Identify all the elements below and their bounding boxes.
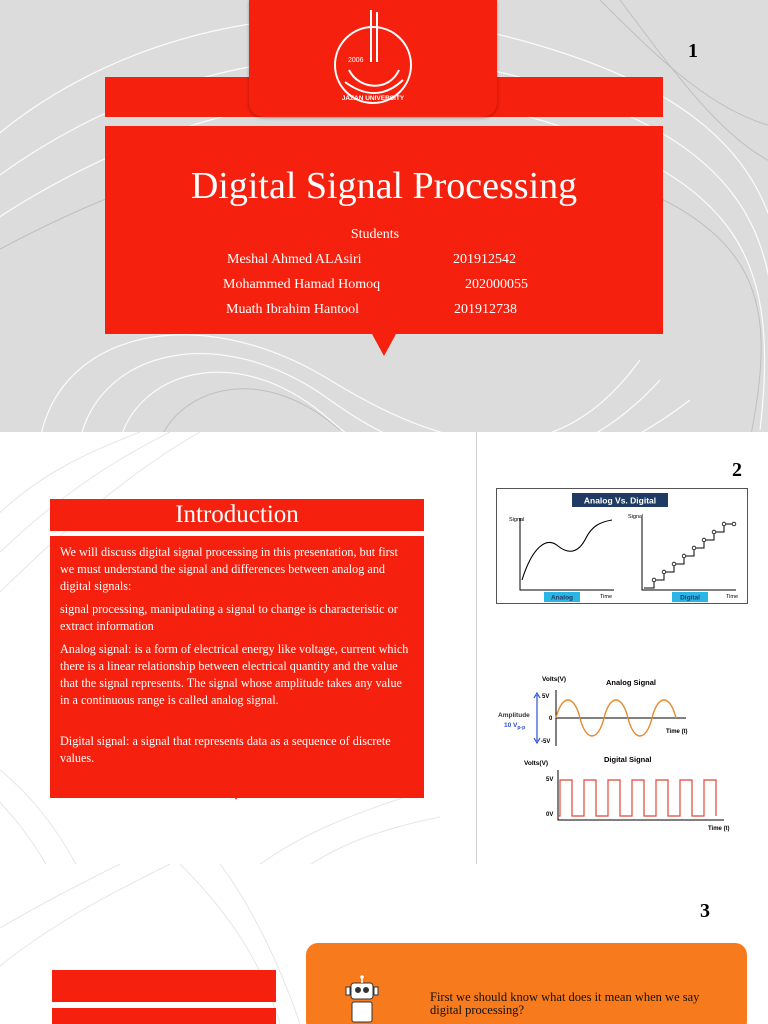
amplitude-value: 10 Vp-p: [504, 722, 525, 731]
tick-digital-5v: 5V: [546, 777, 553, 783]
amplitude-label: Amplitude: [498, 712, 530, 719]
student-name: Mohammed Hamad Homoq: [223, 277, 381, 292]
analog-vs-digital-figure: Analog Vs. Digital Signal Time Analog Si…: [496, 488, 748, 604]
analog-tag: [544, 592, 580, 602]
paragraph: Analog signal: is a form of electrical e…: [60, 642, 409, 707]
tick-5v: 5V: [542, 694, 549, 700]
analog-title: Analog Signal: [606, 678, 656, 687]
callout-pointer: [372, 334, 396, 356]
paragraph: Digital signal: a signal that represents…: [60, 734, 391, 765]
question-box: First we should know what does it mean w…: [306, 943, 747, 1024]
page-number: 3: [700, 900, 710, 922]
tick-minus-5v: -5V: [541, 739, 550, 745]
amplitude-arrowheads: [533, 691, 541, 745]
analog-axes: [555, 690, 686, 746]
figure-banner-text: Analog Vs. Digital: [584, 496, 656, 506]
right-axes: [641, 518, 736, 591]
slide-3: 3 First we should know what does it mean…: [0, 864, 768, 1024]
presentation-title: Digital Signal Processing: [190, 165, 578, 207]
digital-tag: [672, 592, 708, 602]
student-name: Muath Ibrahim Hantool: [226, 302, 359, 317]
slide-2: 2 Introduction We will discuss digital s…: [0, 432, 768, 864]
figure-border: [496, 488, 748, 604]
left-axes: [519, 518, 614, 591]
student-id: 202000055: [465, 277, 528, 292]
digital-axes: [557, 770, 724, 821]
background-line-decoration: [0, 432, 441, 864]
left-y-label: Signal: [509, 517, 524, 523]
slide-1: 1 2006 JAZAN UNIVERSITY Digital Signal P…: [0, 0, 768, 432]
digital-sample-points: [651, 521, 737, 583]
square-wave: [558, 779, 717, 817]
student-name: Meshal Ahmed ALAsiri: [227, 252, 362, 267]
digital-y-label: Volts(V): [524, 760, 548, 767]
digital-x-label: Time (t): [708, 826, 730, 832]
page-number: 1: [688, 40, 698, 62]
left-x-label: Time: [600, 594, 612, 600]
right-y-label: Signal: [628, 514, 643, 520]
title-box: Digital Signal Processing Students Mesha…: [105, 126, 663, 334]
student-id: 201912542: [453, 252, 516, 267]
analog-y-label: Volts(V): [542, 676, 566, 683]
analog-tag-text: Analog: [551, 595, 573, 602]
analog-x-label: Time (t): [666, 729, 688, 735]
university-logo: 2006 JAZAN UNIVERSITY: [334, 10, 412, 104]
paragraph: We will discuss digital signal processin…: [60, 545, 398, 593]
tick-0: 0: [549, 716, 553, 722]
section-heading: Introduction: [175, 501, 299, 528]
figure-banner: [572, 493, 668, 507]
red-bar-top: [52, 970, 276, 1002]
signal-waveforms-figure: Volts(V) Analog Signal Amplitude 10 Vp-p…: [498, 676, 730, 832]
heading-bar: Introduction: [50, 499, 424, 531]
student-id: 201912738: [454, 302, 517, 317]
digital-tag-text: Digital: [680, 595, 700, 602]
tick-digital-0v: 0V: [546, 812, 553, 818]
logo-year: 2006: [348, 57, 364, 64]
sine-wave: [555, 699, 677, 737]
red-bar-bottom: [52, 1008, 276, 1024]
logo-panel: 2006 JAZAN UNIVERSITY: [249, 0, 497, 117]
page-number: 2: [732, 459, 742, 481]
callout-pointer: [226, 782, 246, 800]
robot-icon: [345, 975, 379, 1023]
digital-title: Digital Signal: [604, 755, 652, 764]
students-label: Students: [350, 227, 400, 242]
right-x-label: Time: [726, 594, 738, 600]
question-text: First we should know what does it mean w…: [430, 990, 700, 1017]
logo-text: JAZAN UNIVERSITY: [342, 95, 405, 102]
intro-text-box: We will discuss digital signal processin…: [50, 536, 424, 798]
analog-curve: [521, 519, 613, 581]
paragraph: signal processing, manipulating a signal…: [60, 602, 398, 633]
